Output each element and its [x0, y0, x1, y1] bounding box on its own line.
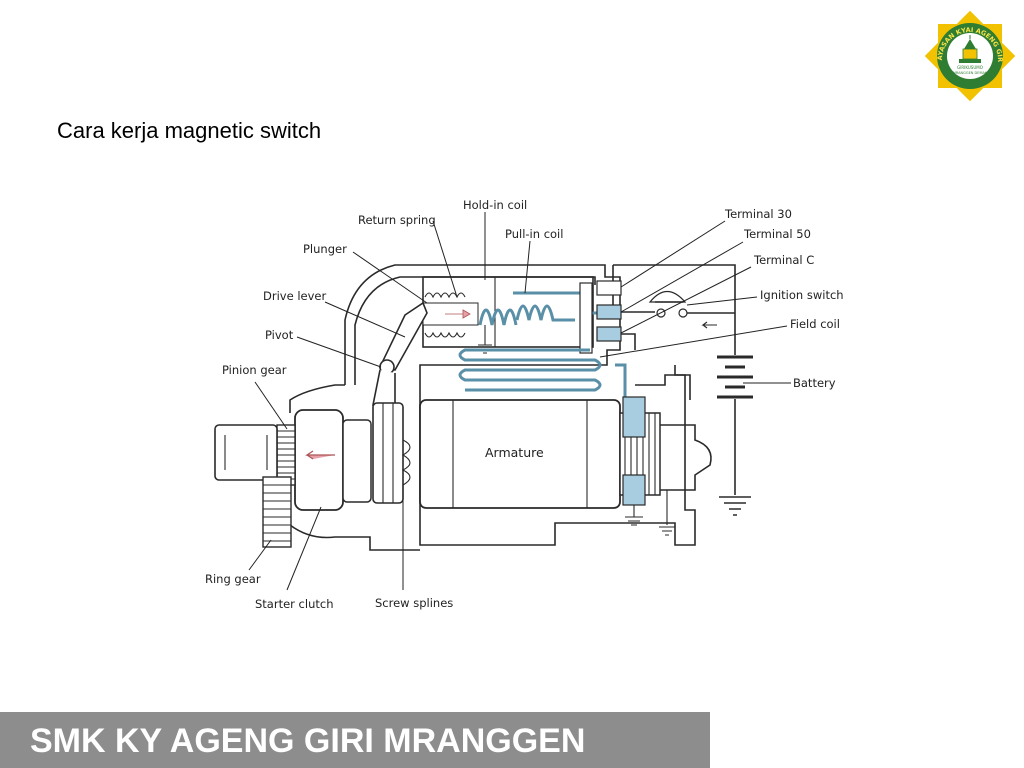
brush-lower: [622, 474, 646, 506]
drive-assembly: [214, 301, 428, 548]
label-pinion-gear: Pinion gear: [222, 363, 287, 377]
plunger-arrow: [445, 309, 471, 319]
terminal-c-block: [596, 326, 622, 342]
terminals: [596, 264, 736, 350]
footer-bar: SMK KY AGENG GIRI MRANGGEN: [0, 712, 710, 768]
starter-clutch: [294, 409, 344, 511]
label-armature: Armature: [485, 445, 544, 460]
ignition-switch: [648, 290, 735, 329]
label-terminal-c: Terminal C: [753, 253, 814, 267]
armature: [419, 396, 712, 536]
terminal-30-block: [596, 280, 622, 296]
clutch-arrow: [305, 450, 335, 460]
front-housing: [214, 424, 278, 481]
terminal-50-block: [596, 304, 622, 320]
battery-ground: [719, 496, 751, 516]
footer-school-name: SMK KY AGENG GIRI MRANGGEN: [30, 722, 586, 760]
leader-lines: [248, 212, 791, 591]
contact-plate: [579, 282, 593, 354]
label-plunger: Plunger: [303, 242, 347, 256]
label-field-coil: Field coil: [790, 317, 840, 331]
current-arrow: [701, 321, 717, 329]
yayasan-logo: YAYASAN KYAI AGENG GIRI GIRIKUSUMO MRANG…: [922, 8, 1016, 102]
label-ignition-switch: Ignition switch: [760, 288, 844, 302]
hold-in-coil: [478, 308, 518, 326]
clutch-yoke: [372, 402, 404, 504]
brush-upper: [622, 396, 646, 438]
label-pull-in-coil: Pull-in coil: [505, 227, 563, 241]
ring-gear: [262, 476, 292, 548]
diagram-labels: Hold-in coil Return spring Pull-in coil …: [205, 198, 844, 611]
label-return-spring: Return spring: [358, 213, 436, 227]
screw-splines-icon: [401, 439, 411, 486]
return-spring: [424, 292, 466, 299]
logo-bottom-2: MRANGGEN DEMAK: [953, 71, 988, 75]
mosque-icon: [959, 35, 981, 63]
label-terminal-30: Terminal 30: [724, 207, 792, 221]
battery-symbol: [717, 345, 753, 516]
label-ring-gear: Ring gear: [205, 572, 261, 586]
starter-motor-diagram: Hold-in coil Return spring Pull-in coil …: [205, 198, 844, 611]
label-starter-clutch: Starter clutch: [255, 597, 333, 611]
field-coil: [458, 348, 691, 400]
label-hold-in-coil: Hold-in coil: [463, 198, 527, 212]
label-screw-splines: Screw splines: [375, 596, 453, 610]
slide-title: Cara kerja magnetic switch: [57, 118, 322, 143]
logo-bottom-1: GIRIKUSUMO: [957, 65, 983, 70]
label-drive-lever: Drive lever: [263, 289, 326, 303]
label-terminal-50: Terminal 50: [743, 227, 811, 241]
starter-housing: [289, 264, 696, 551]
solenoid: [422, 276, 615, 354]
pull-in-coil: [515, 304, 575, 322]
label-pivot: Pivot: [265, 328, 294, 342]
label-battery: Battery: [793, 376, 836, 390]
